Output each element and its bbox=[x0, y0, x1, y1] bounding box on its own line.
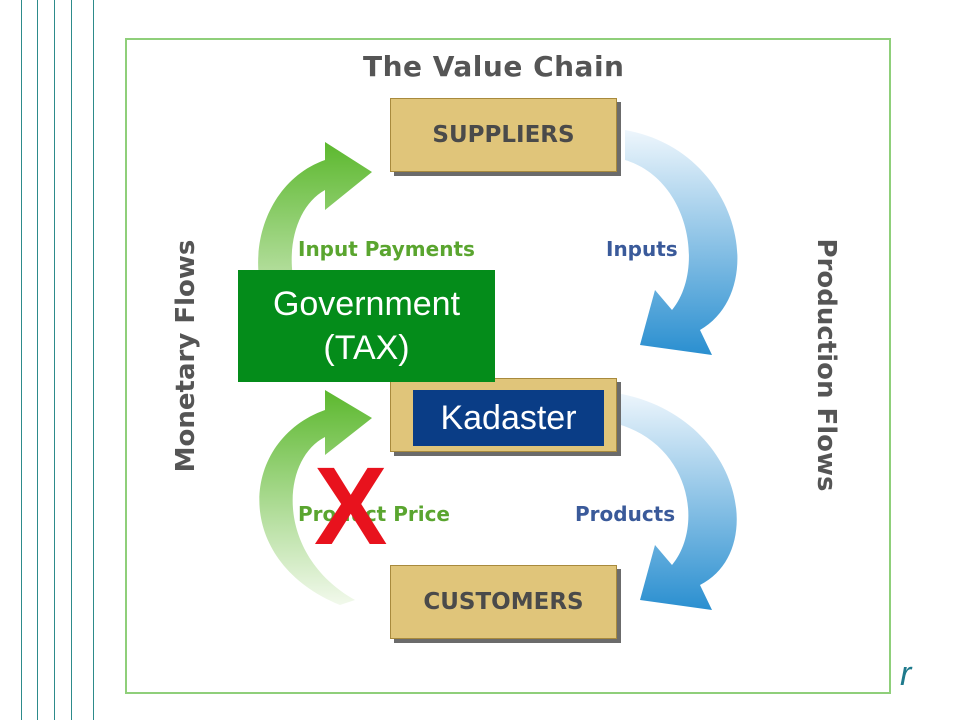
decorative-stripes bbox=[0, 0, 100, 720]
input-payments-label: Input Payments bbox=[298, 237, 475, 261]
customers-box: CUSTOMERS bbox=[390, 565, 617, 639]
arrow-inputs bbox=[625, 130, 738, 355]
products-label: Products bbox=[575, 502, 676, 526]
kadaster-box: Kadaster bbox=[413, 390, 604, 446]
tax-label: (TAX) bbox=[323, 329, 410, 367]
product-price-label: Product Price bbox=[298, 502, 450, 526]
corner-text: r bbox=[900, 655, 912, 693]
monetary-flows-label: Monetary Flows bbox=[171, 239, 201, 473]
x-mark: X bbox=[314, 445, 388, 568]
suppliers-box: SUPPLIERS bbox=[390, 98, 617, 172]
government-label: Government bbox=[272, 285, 461, 323]
inputs-label: Inputs bbox=[606, 237, 678, 261]
government-tax-box: Government (TAX) bbox=[238, 270, 495, 382]
arrow-products bbox=[610, 392, 737, 610]
arrow-product-price bbox=[259, 390, 372, 605]
diagram-title: The Value Chain bbox=[363, 50, 625, 83]
production-flows-label: Production Flows bbox=[811, 238, 841, 492]
